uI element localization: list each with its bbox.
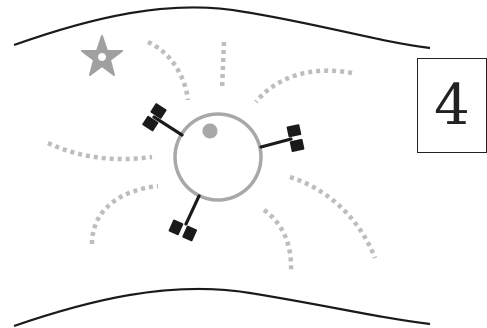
double-flag-anchor-icon	[168, 219, 197, 241]
anchor-arm-right	[261, 139, 291, 147]
figure-number-box: 4	[417, 58, 487, 153]
top-boundary-curve	[14, 7, 430, 48]
dotted-ray	[264, 210, 291, 272]
dotted-ray	[92, 186, 158, 244]
bottom-boundary-curve	[14, 289, 430, 326]
anchor-arms	[154, 117, 291, 224]
dotted-ray	[256, 71, 352, 102]
anchor-arm-bottom	[186, 196, 199, 224]
dotted-ray	[290, 177, 375, 258]
dotted-rays	[48, 42, 375, 272]
anchor-arm-upper-left	[154, 117, 182, 135]
dotted-ray	[148, 42, 188, 100]
figure-number-label: 4	[434, 78, 470, 134]
dotted-ray	[48, 143, 152, 159]
cell-nucleus-dot	[203, 124, 218, 139]
cell-circle	[175, 114, 261, 200]
dotted-ray	[222, 42, 224, 90]
star-center-dot	[98, 53, 106, 61]
